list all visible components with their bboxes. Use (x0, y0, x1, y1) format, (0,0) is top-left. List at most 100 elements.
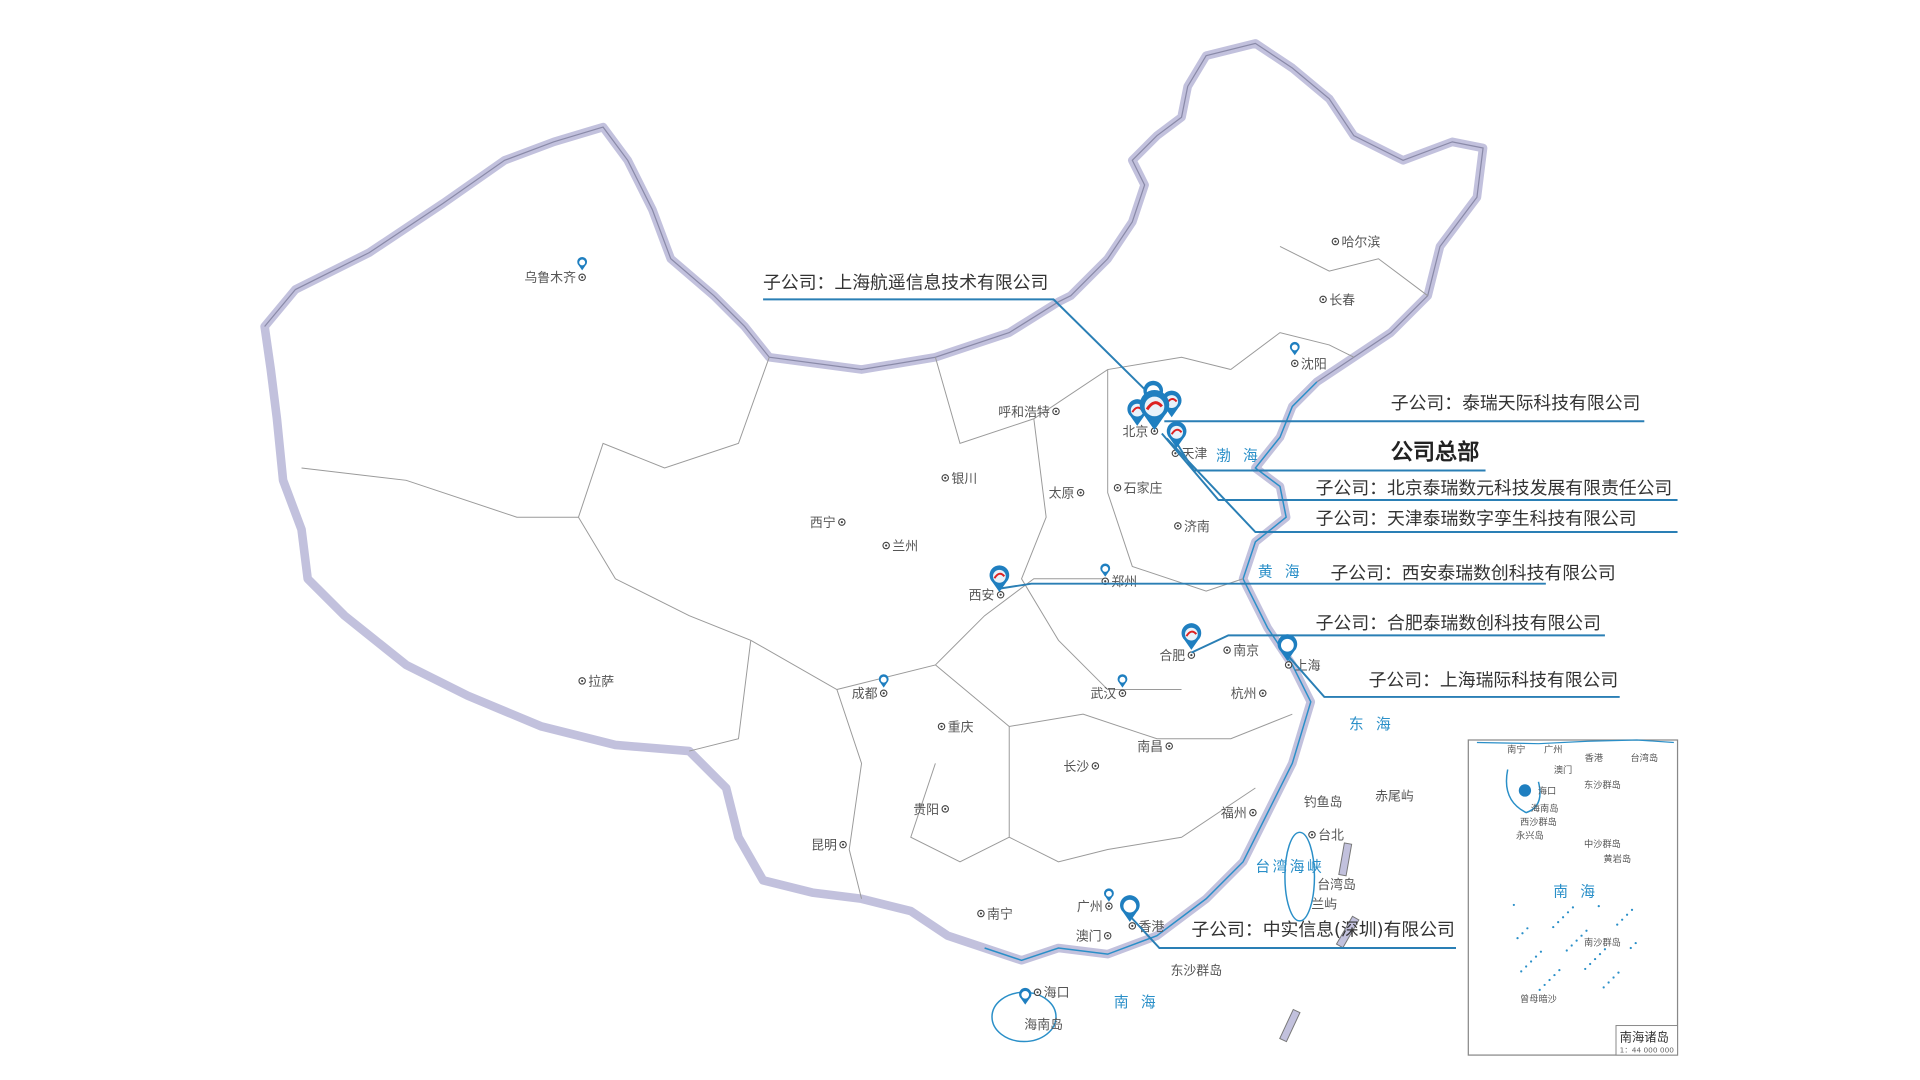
south-china-sea-inset: 南宁广州香港澳门台湾岛海口海南岛东沙群岛西沙群岛永兴岛中沙群岛黄岩岛南沙群岛曾母… (1467, 739, 1679, 1056)
label-sub-xian[interactable]: 子公司：西安泰瑞数创科技有限公司 (1330, 563, 1615, 584)
city-2: 长春 (1319, 293, 1355, 308)
city-9: 石家庄 (1113, 481, 1163, 497)
city-3: 沈阳 (1291, 357, 1327, 372)
marker-haikou-icon[interactable] (1019, 987, 1032, 1005)
inset-place: 海口 (1538, 785, 1556, 797)
inset-place: 海南岛 (1531, 802, 1559, 814)
label-sub-tianjin[interactable]: 子公司：天津泰瑞数字孪生科技有限公司 (1316, 509, 1637, 530)
label-headquarters[interactable]: 公司总部 (1391, 439, 1480, 465)
marker-shanghai-building-icon[interactable] (1277, 634, 1298, 661)
city-13: 西安 (969, 589, 1005, 604)
marker-hefei-icon[interactable] (1181, 623, 1202, 650)
city-16: 南京 (1223, 643, 1259, 659)
city-label: 重庆 (948, 719, 974, 735)
city-label: 杭州 (1231, 687, 1257, 702)
island-label: 台湾岛 (1317, 877, 1356, 893)
city-label: 郑州 (1111, 575, 1137, 590)
city-label: 福州 (1221, 807, 1247, 822)
label-sub-hefei[interactable]: 子公司：合肥泰瑞数创科技有限公司 (1316, 613, 1601, 634)
city-29: 南宁 (977, 906, 1013, 922)
city-label: 长春 (1329, 293, 1355, 308)
inset-place: 台湾岛 (1630, 752, 1658, 764)
leader-lines (763, 298, 1678, 949)
label-sub-hangyao[interactable]: 子公司：上海航遥信息技术有限公司 (763, 272, 1048, 293)
marker-headquarters-icon[interactable] (1139, 390, 1170, 431)
city-label: 成都 (852, 687, 878, 702)
city-label: 海口 (1044, 986, 1070, 1001)
city-32: 澳门 (1076, 929, 1112, 945)
inset-marker-icon (1518, 784, 1532, 797)
label-sub-shanghai[interactable]: 子公司：上海瑞际科技有限公司 (1369, 670, 1619, 691)
city-label: 台北 (1318, 829, 1344, 844)
city-label: 济南 (1184, 519, 1210, 535)
inset-place: 黄岩岛 (1603, 853, 1631, 865)
label-sub-shuyuan[interactable]: 子公司：北京泰瑞数元科技发展有限责任公司 (1316, 478, 1673, 499)
marker-urumqi-icon[interactable] (577, 256, 588, 271)
marker-shenyang-icon[interactable] (1289, 341, 1300, 356)
city-label: 昆明 (811, 839, 837, 854)
city-label: 澳门 (1076, 929, 1102, 945)
inset-place: 香港 (1585, 752, 1604, 764)
city-30: 广州 (1077, 900, 1113, 915)
city-5: 北京 (1122, 425, 1159, 440)
city-label: 南昌 (1137, 739, 1163, 755)
city-label: 合肥 (1159, 649, 1185, 664)
label-sub-shenzhen[interactable]: 子公司：中实信息(深圳)有限公司 (1191, 920, 1455, 941)
city-layer: 乌鲁木齐哈尔滨长春沈阳呼和浩特北京天津银川太原石家庄济南西宁兰州西安郑州合肥南京… (524, 234, 1414, 1033)
marker-xian-icon[interactable] (989, 565, 1010, 593)
city-8: 太原 (1049, 487, 1085, 502)
city-18: 杭州 (1231, 687, 1267, 702)
marker-shenzhen-building-icon[interactable] (1120, 895, 1140, 922)
city-label: 太原 (1049, 487, 1075, 502)
city-label: 兰州 (892, 539, 918, 554)
city-label: 银川 (951, 472, 977, 487)
city-33: 海口 (1033, 986, 1070, 1001)
sea-label: 台湾海峡 (1255, 859, 1324, 876)
city-12: 兰州 (882, 539, 918, 554)
island-label: 赤尾屿 (1375, 789, 1414, 804)
inset-place: 广州 (1544, 743, 1562, 755)
city-22: 重庆 (937, 719, 974, 735)
sea-label: 黄海 (1258, 563, 1312, 580)
city-19: 拉萨 (578, 675, 614, 690)
city-label: 香港 (1138, 920, 1164, 935)
inset-place: 南沙群岛 (1584, 937, 1621, 949)
city-label: 西宁 (810, 515, 836, 531)
city-label: 呼和浩特 (998, 405, 1050, 420)
city-10: 济南 (1174, 519, 1210, 535)
island-label: 海南岛 (1024, 1017, 1063, 1033)
city-label: 南京 (1233, 643, 1259, 659)
marker-guangzhou-icon[interactable] (1104, 888, 1114, 902)
marker-wuhan-icon[interactable] (1117, 674, 1128, 688)
marker-chengdu-icon[interactable] (878, 674, 889, 688)
marker-zhengzhou-icon[interactable] (1100, 563, 1111, 577)
sea-label: 南海 (1114, 994, 1168, 1011)
inset-sea-label: 南海 (1553, 883, 1607, 900)
city-label: 北京 (1122, 425, 1148, 440)
label-sub-tianji[interactable]: 子公司：泰瑞天际科技有限公司 (1391, 393, 1641, 414)
inset-place: 澳门 (1554, 764, 1572, 776)
city-1: 哈尔滨 (1331, 234, 1381, 250)
city-label: 哈尔滨 (1342, 234, 1381, 250)
city-label: 贵阳 (913, 803, 939, 818)
city-7: 银川 (941, 472, 977, 487)
city-label: 武汉 (1090, 687, 1116, 702)
inset-place: 永兴岛 (1516, 829, 1544, 841)
city-27: 台北 (1308, 829, 1344, 844)
city-26: 福州 (1221, 807, 1257, 822)
city-label: 天津 (1182, 447, 1208, 462)
city-label: 西安 (969, 589, 995, 604)
inset-scale: 1：44 000 000 (1620, 1046, 1675, 1055)
marker-tianjin-icon[interactable] (1166, 421, 1187, 449)
sea-label: 渤海 (1216, 448, 1270, 465)
inset-place: 中沙群岛 (1584, 838, 1621, 850)
city-label: 上海 (1295, 659, 1321, 674)
city-label: 南宁 (987, 906, 1013, 922)
city-24: 南昌 (1137, 739, 1173, 755)
city-28: 昆明 (811, 839, 847, 854)
city-label: 长沙 (1063, 760, 1089, 775)
inset-place: 南宁 (1507, 743, 1525, 755)
city-label: 拉萨 (588, 675, 614, 690)
